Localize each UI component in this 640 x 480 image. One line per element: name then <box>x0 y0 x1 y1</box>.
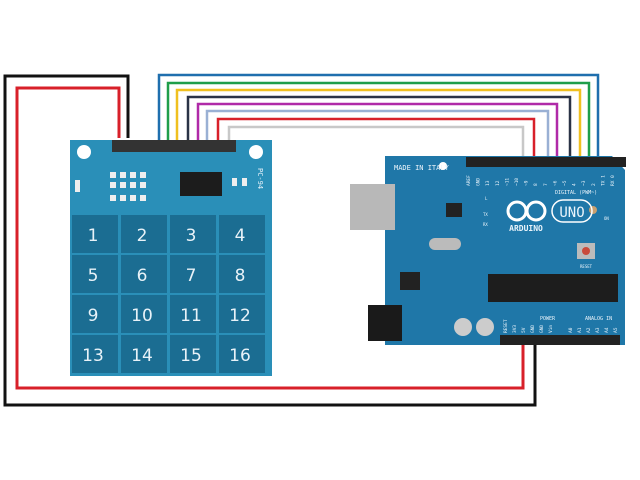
power-pin-label: GND <box>539 325 545 333</box>
keypad-key[interactable]: 6 <box>121 255 167 293</box>
digital-pin-label: 12 <box>495 180 501 186</box>
analog-pin-label: A2 <box>586 327 592 333</box>
digital-pin-label: 2 <box>591 183 597 186</box>
digital-pin-label: 4 <box>572 183 578 186</box>
key-label: 15 <box>180 346 202 366</box>
key-label: 6 <box>137 266 148 286</box>
digital-pin-label: ~9 <box>524 180 530 186</box>
capacitor <box>454 318 472 336</box>
key-label: 3 <box>186 226 197 246</box>
tx-label: TX <box>483 212 488 217</box>
power-label: POWER <box>540 316 556 322</box>
l-label: L <box>485 196 488 201</box>
signal-wire <box>227 125 525 160</box>
digital-header <box>466 157 626 167</box>
key-label: 7 <box>186 266 197 286</box>
arduino-board: MADE IN ITALY UNO ARDUINO DIGITAL (PWM~)… <box>350 156 626 345</box>
key-label: 4 <box>235 226 246 246</box>
keypad-key[interactable]: 3 <box>170 215 216 253</box>
capacitor <box>476 318 494 336</box>
analog-pin-label: A4 <box>604 327 610 333</box>
digital-pin-label: 13 <box>485 180 491 186</box>
power-jack <box>368 305 402 341</box>
keypad-key[interactable]: 9 <box>72 295 118 333</box>
on-label: ON <box>604 216 609 221</box>
keypad-key[interactable]: 11 <box>170 295 216 333</box>
keypad-key[interactable]: 16 <box>219 335 265 373</box>
keypad-header-pins <box>112 140 236 152</box>
keypad-key[interactable]: 5 <box>72 255 118 293</box>
uno-label: UNO <box>559 205 584 221</box>
rx-label: RX <box>483 222 488 227</box>
signal-wire <box>157 73 600 160</box>
signal-wire <box>205 109 550 160</box>
arduino-logo <box>506 200 547 222</box>
signal-wires <box>157 73 600 160</box>
digital-pin-label: TX 1 <box>600 175 606 186</box>
analog-label: ANALOG IN <box>585 316 612 322</box>
analog-pin-label: A0 <box>568 327 574 333</box>
keypad-key[interactable]: 4 <box>219 215 265 253</box>
key-label: 14 <box>131 346 153 366</box>
keypad-key[interactable]: 2 <box>121 215 167 253</box>
digital-pin-label: GND <box>476 178 482 186</box>
key-label: 12 <box>229 306 251 326</box>
signal-wire <box>166 81 591 160</box>
keypad-chip <box>180 172 222 196</box>
digital-pin-label: ~10 <box>514 178 520 186</box>
signal-wire <box>196 102 559 160</box>
power-pin-label: RESET <box>503 319 509 333</box>
key-label: 5 <box>88 266 99 286</box>
digital-pin-label: ~3 <box>581 180 587 186</box>
key-label: 13 <box>82 346 104 366</box>
digital-pin-label: AREF <box>466 175 472 186</box>
keypad-key[interactable]: 10 <box>121 295 167 333</box>
signal-wire <box>186 95 572 160</box>
digital-pin-label: ~5 <box>562 180 568 186</box>
keypad-label: PC-94 <box>256 168 264 189</box>
key-label: 2 <box>137 226 148 246</box>
key-label: 8 <box>235 266 246 286</box>
signal-wire <box>175 88 582 160</box>
keypad-key[interactable]: 15 <box>170 335 216 373</box>
power-analog-header <box>500 335 620 345</box>
analog-pin-label: A5 <box>613 327 619 333</box>
digital-pin-label: 7 <box>543 183 549 186</box>
keypad-key[interactable]: 14 <box>121 335 167 373</box>
keypad-key[interactable]: 13 <box>72 335 118 373</box>
keypad-key[interactable]: 1 <box>72 215 118 253</box>
power-pin-label: GND <box>530 325 536 333</box>
crystal <box>429 238 461 250</box>
ground-wire <box>3 74 537 407</box>
atmega-chip <box>488 274 618 302</box>
key-label: 16 <box>229 346 251 366</box>
digital-pin-label: RX 0 <box>610 175 616 186</box>
digital-pin-label: ~11 <box>504 178 510 186</box>
keypad-key[interactable]: 12 <box>219 295 265 333</box>
analog-pin-label: A1 <box>577 327 583 333</box>
digital-pin-label: ~6 <box>552 180 558 186</box>
analog-pin-label: A3 <box>595 327 601 333</box>
arduino-label: ARDUINO <box>509 224 543 233</box>
keypad-key[interactable]: 7 <box>170 255 216 293</box>
key-label: 1 <box>88 226 99 246</box>
usb-connector <box>350 184 395 230</box>
digital-pin-label: 8 <box>533 183 539 186</box>
reset-label: RESET <box>580 264 593 269</box>
made-in-italy-label: MADE IN ITALY <box>394 164 450 172</box>
power-pin-label: 3V3 <box>512 325 518 333</box>
reset-button[interactable] <box>582 247 590 255</box>
key-label: 11 <box>180 306 202 326</box>
key-label: 10 <box>131 306 153 326</box>
key-label: 9 <box>88 306 99 326</box>
keypad-key[interactable]: 8 <box>219 255 265 293</box>
power-pin-label: Vin <box>548 325 554 333</box>
signal-wire <box>216 117 536 160</box>
power-pin-label: 5V <box>521 327 527 333</box>
power-wire <box>15 86 525 390</box>
digital-label: DIGITAL (PWM~) <box>555 190 597 196</box>
